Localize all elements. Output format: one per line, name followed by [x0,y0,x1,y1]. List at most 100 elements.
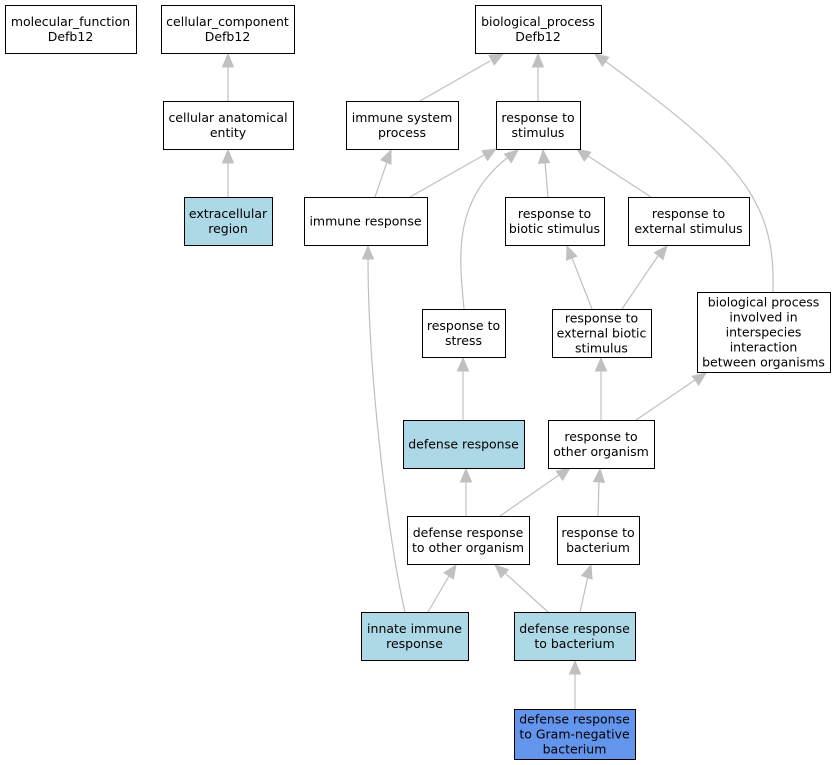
node-label-line: response to [427,318,500,333]
node-box[interactable] [422,309,506,358]
node-box[interactable] [346,101,459,150]
edge-arrowhead [380,148,392,165]
node-label-line: process [378,125,426,140]
edge-response_to_other_organism-to-response_to_external_biotic_stimulus [594,356,608,420]
edge-arrowhead [568,659,582,675]
edge-line [571,257,593,310]
node-label-line: defense response [408,437,519,452]
edge-bp_interspecies-to-biological_process [593,53,774,293]
edge-arrowhead [494,564,510,579]
node-box[interactable] [628,197,750,246]
node-label-line: response to [561,525,634,540]
node-label-line: entity [210,125,247,140]
edge-line [635,379,696,421]
node-box[interactable] [5,5,137,54]
node-box[interactable] [304,197,428,246]
node-label-line: bacterium [566,540,630,555]
node-label-line: response [386,636,443,651]
edge-line [409,154,485,198]
node-box[interactable] [361,612,469,661]
edge-arrowhead [459,467,473,483]
node-box[interactable] [548,420,655,469]
edge-innate_immune_response-to-immune_response [361,244,406,613]
node-label-line: interspecies [726,325,802,340]
node-box[interactable] [697,292,831,373]
node-box[interactable] [407,516,530,565]
edge-line [419,60,491,102]
edge-line [621,255,659,310]
node-label-line: immune response [309,214,421,229]
node-box[interactable] [163,101,294,150]
node-label-line: molecular_function [11,14,130,29]
node-label-line: biological_process [481,14,595,29]
node-box[interactable] [184,197,273,246]
node-label-line: stress [445,333,482,348]
node-immune-response[interactable]: immune response [304,197,428,246]
node-label-line: bacterium [543,742,607,757]
edge-layer [221,52,774,709]
node-label-line: interaction [730,340,798,355]
edge-response_to_external_biotic_stimulus-to-response_to_external_stimulus [621,245,668,310]
edge-immune_system_process-to-biological_process [419,53,505,102]
node-label-line: external stimulus [634,221,742,236]
edge-arrowhead [537,148,551,164]
node-defense-response[interactable]: defense response [403,420,525,469]
edge-extracellular_region-to-cellular_anatomical_entity [221,148,235,197]
edge-line [579,575,589,613]
node-label-line: Defb12 [205,29,251,44]
node-label-line: immune system [352,110,453,125]
node-box[interactable] [161,5,295,54]
edge-arrowhead [593,53,610,67]
node-box[interactable] [514,612,636,661]
edge-arrowhead [221,52,235,68]
edge-response_to_stimulus-to-biological_process [531,52,545,101]
node-label-line: innate immune [367,621,462,636]
edge-line [544,161,549,198]
node-box[interactable] [514,709,636,760]
edge-line [604,60,774,293]
node-label-line: biotic stimulus [509,221,600,236]
node-label-line: to bacterium [534,636,614,651]
edge-response_to_external_biotic_stimulus-to-response_to_biotic_stimulus [566,244,593,310]
node-box[interactable] [475,5,602,54]
node-label-line: stimulus [512,125,565,140]
edge-arrowhead [531,52,545,68]
node-label-line: response to [501,110,574,125]
node-label-line: biological process [708,295,820,310]
node-box[interactable] [552,309,652,358]
node-box[interactable] [557,516,640,565]
node-layer: molecular_functionDefb12cellular_compone… [5,5,831,760]
edge-arrowhead [361,244,375,260]
edge-immune_response-to-immune_system_process [374,148,392,198]
node-label-line: response to [565,311,638,326]
node-box[interactable] [505,197,605,246]
edge-arrowhead [575,148,592,162]
edge-defense_response_to_gram_negative_bacterium-to-defense_response_to_bacterium [568,659,582,709]
edge-defense_response_to_other_organism-to-defense_response [459,467,473,516]
edge-response_to_external_stimulus-to-response_to_stimulus [575,148,652,198]
node-box[interactable] [403,420,525,469]
node-box[interactable] [496,101,581,150]
edge-arrowhead [481,148,498,162]
edge-response_to_stress-to-response_to_stimulus [460,149,519,310]
edge-arrowhead [221,148,235,164]
